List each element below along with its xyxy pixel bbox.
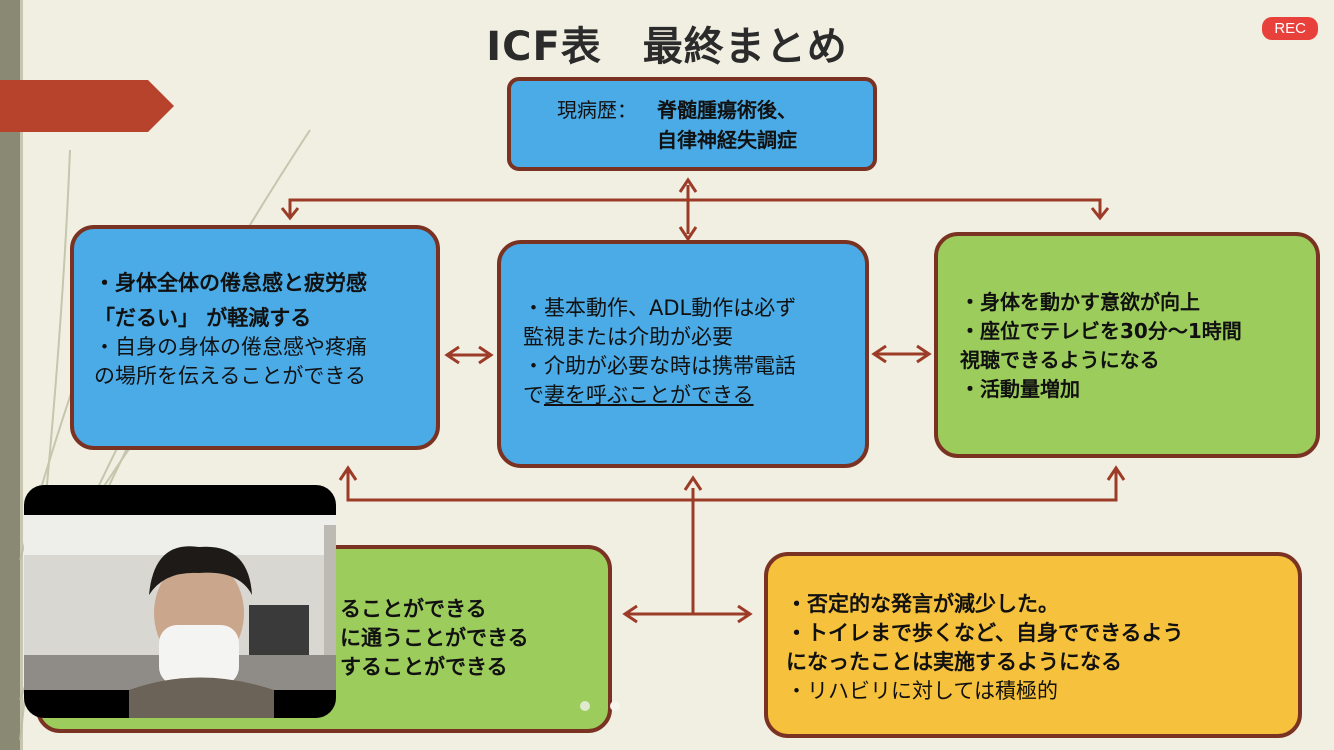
personal-factors-box: ・否定的な発言が減少した。 ・トイレまで歩くなど、自身でできるよう になったこと… (764, 552, 1302, 738)
arrowhead-left-box-top (280, 207, 300, 221)
medical-history-box: 現病歴： 脊髄腫瘍術後、 自律神経失調症 (507, 77, 877, 171)
arrow-heads (280, 177, 1126, 624)
slide-indicator-dot[interactable] (580, 701, 590, 711)
personal-line-2: ・トイレまで歩くなど、自身でできるよう (786, 621, 1184, 645)
activity-line-4-prefix: で (523, 383, 544, 407)
webcam-overlay[interactable] (24, 485, 336, 718)
webcam-video (24, 515, 336, 718)
connector-lines (288, 185, 1118, 616)
arrowhead-activity-top (678, 226, 698, 242)
rec-badge[interactable]: REC (1262, 17, 1318, 40)
history-label: 現病歴： (557, 98, 637, 122)
page-title: ICF表 最終まとめ (486, 24, 848, 70)
arrowhead-participation-left (916, 344, 932, 364)
body-function-box: ・身体全体の倦怠感と疲労感 「だるい」 が軽減する ・自身の身体の倦怠感や疼痛 … (70, 225, 440, 450)
arrowhead-environment (622, 604, 638, 624)
arrowhead-activity-right (871, 344, 887, 364)
arrowhead-activity-bottom (683, 475, 703, 491)
body-line-1: ・身体全体の倦怠感と疲労感 (94, 271, 367, 295)
arrowhead-personal (737, 604, 753, 624)
arrowhead-right-box-top (1090, 207, 1110, 221)
activity-line-3: ・介助が必要な時は携帯電話 (523, 354, 796, 378)
arrowhead-participation-bottom (1106, 465, 1126, 481)
participation-line-4: ・活動量増加 (960, 377, 1080, 401)
slide-indicator (580, 701, 620, 711)
participation-box: ・身体を動かす意欲が向上 ・座位でテレビを30分〜1時間 視聴できるようになる … (934, 232, 1320, 458)
personal-line-1: ・否定的な発言が減少した。 (786, 592, 1059, 616)
slide-indicator-dot-active[interactable] (610, 701, 620, 711)
arrowhead-activity-left (478, 345, 494, 365)
participation-line-2: ・座位でテレビを30分〜1時間 (960, 319, 1242, 343)
arrowhead-history-bottom (678, 177, 698, 193)
activity-line-1: ・基本動作、ADL動作は必ず (523, 296, 797, 320)
arrowhead-body-right (444, 345, 460, 365)
body-line-2: 「だるい」 が軽減する (94, 306, 312, 330)
environment-line-3: することができる (340, 655, 508, 679)
activity-line-4: 妻を呼ぶことができる (544, 383, 754, 407)
body-line-3: ・自身の身体の倦怠感や疼痛 (94, 335, 367, 359)
arrowhead-body-bottom (338, 465, 358, 481)
body-line-4: の場所を伝えることができる (94, 364, 366, 388)
personal-line-4: ・リハビリに対しては積極的 (786, 679, 1058, 703)
history-line-2: 自律神経失調症 (657, 128, 797, 152)
activity-line-2: 監視または介助が必要 (523, 325, 733, 349)
left-edge-line (20, 0, 23, 750)
participation-line-3: 視聴できるようになる (960, 348, 1160, 372)
title-banner-arrow (0, 80, 174, 132)
left-edge-bar (0, 0, 20, 750)
participation-line-1: ・身体を動かす意欲が向上 (960, 290, 1200, 314)
activity-box: ・基本動作、ADL動作は必ず 監視または介助が必要 ・介助が必要な時は携帯電話 … (497, 240, 869, 468)
environment-line-2: に通うことができる (340, 626, 529, 650)
environment-line-1: ることができる (340, 597, 487, 621)
history-line-1: 脊髄腫瘍術後、 (657, 98, 797, 122)
personal-line-3: になったことは実施するようになる (786, 650, 1122, 674)
